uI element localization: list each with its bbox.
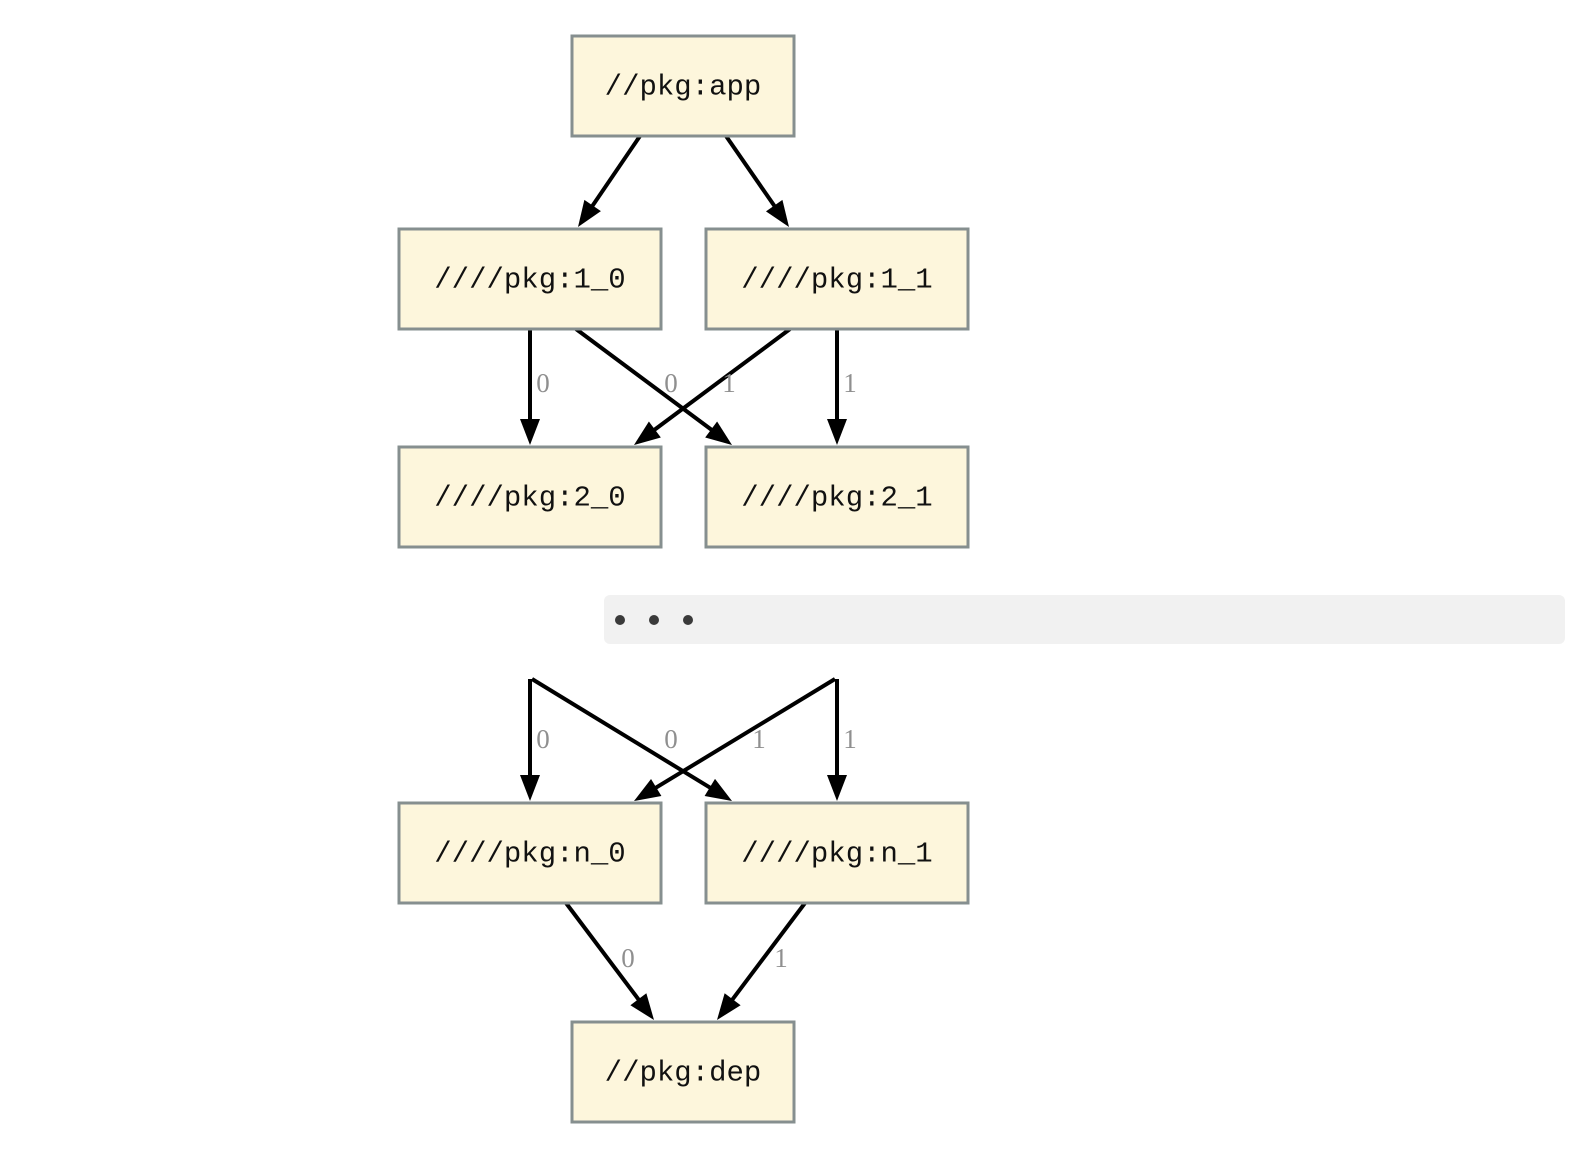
graph-node-n2_0[interactable]: ////pkg:2_0 <box>397 445 663 549</box>
node-label: ////pkg:1_0 <box>434 264 625 297</box>
node-label: //pkg:dep <box>605 1057 762 1090</box>
ellipsis-dot <box>649 615 659 625</box>
edge-arrowhead-icon <box>705 421 732 445</box>
edge-group <box>520 134 847 1020</box>
edge-label: 1 <box>843 368 857 398</box>
edge-line <box>651 677 837 792</box>
edge-label: 0 <box>536 368 550 398</box>
edge-line <box>650 327 792 434</box>
edge-arrowhead-icon <box>578 199 601 227</box>
edge-label-group: 0 0 1 1 0 0 1 1 0 1 <box>536 368 857 973</box>
node-box[interactable] <box>397 445 663 549</box>
graph-edge <box>574 327 732 445</box>
edge-arrowhead-icon <box>634 421 661 445</box>
graph-node-n1_0[interactable]: ////pkg:1_0 <box>397 227 663 331</box>
graph-edge <box>520 679 540 801</box>
graph-edge <box>827 679 847 801</box>
edge-line <box>724 134 779 211</box>
graph-edge <box>634 677 837 801</box>
ellipsis-dot <box>683 615 693 625</box>
ellipsis-band-group <box>604 595 1565 644</box>
node-box[interactable] <box>704 445 970 549</box>
edge-line <box>530 677 715 792</box>
edge-arrowhead-icon <box>827 419 847 445</box>
graph-edge <box>724 134 789 227</box>
edge-label: 1 <box>722 368 736 398</box>
edge-arrowhead-icon <box>520 775 540 801</box>
edge-arrowhead-icon <box>717 993 741 1020</box>
edge-arrowhead-icon <box>765 199 789 227</box>
graph-edge <box>717 901 807 1020</box>
edge-label: 0 <box>664 724 678 754</box>
node-label: ////pkg:n_0 <box>434 838 625 871</box>
node-box[interactable] <box>704 227 970 331</box>
node-box[interactable] <box>570 1020 796 1124</box>
node-label: ////pkg:2_1 <box>741 482 932 515</box>
edge-line <box>564 901 643 1004</box>
edge-label: 0 <box>536 724 550 754</box>
edge-line <box>588 134 642 210</box>
node-label: ////pkg:n_1 <box>741 838 932 871</box>
edge-arrowhead-icon <box>520 419 540 445</box>
edge-label: 0 <box>621 943 635 973</box>
node-label: ////pkg:2_0 <box>434 482 625 515</box>
graph-node-app[interactable]: //pkg:app <box>570 34 796 138</box>
edge-label: 0 <box>664 368 678 398</box>
node-label: //pkg:app <box>605 71 762 104</box>
graph-node-nn_0[interactable]: ////pkg:n_0 <box>397 801 663 905</box>
edge-arrowhead-icon <box>634 778 662 801</box>
graph-edge <box>634 327 792 445</box>
graph-node-n2_1[interactable]: ////pkg:2_1 <box>704 445 970 549</box>
node-box[interactable] <box>397 227 663 331</box>
node-group: //pkg:app ////pkg:1_0 ////pkg:1_1 ////pkg:2… <box>397 34 970 1124</box>
edge-arrowhead-icon <box>630 993 654 1020</box>
graph-edge <box>520 329 540 445</box>
graph-edge <box>530 677 732 801</box>
graph-node-nn_1[interactable]: ////pkg:n_1 <box>704 801 970 905</box>
edge-line <box>728 901 807 1004</box>
edge-label: 1 <box>774 943 788 973</box>
graph-node-n1_1[interactable]: ////pkg:1_1 <box>704 227 970 331</box>
edge-arrowhead-icon <box>827 775 847 801</box>
edge-line <box>574 327 716 434</box>
graph-edge <box>827 329 847 445</box>
ellipsis-band <box>604 595 1565 644</box>
edge-label: 1 <box>752 724 766 754</box>
node-label: ////pkg:1_1 <box>741 264 932 297</box>
node-box[interactable] <box>397 801 663 905</box>
edge-label: 1 <box>843 724 857 754</box>
graph-node-dep[interactable]: //pkg:dep <box>570 1020 796 1124</box>
node-box[interactable] <box>570 34 796 138</box>
edge-arrowhead-icon <box>704 778 732 801</box>
graph-edge <box>578 134 642 227</box>
graph-edge <box>564 901 654 1020</box>
ellipsis-dot <box>615 615 625 625</box>
node-box[interactable] <box>704 801 970 905</box>
